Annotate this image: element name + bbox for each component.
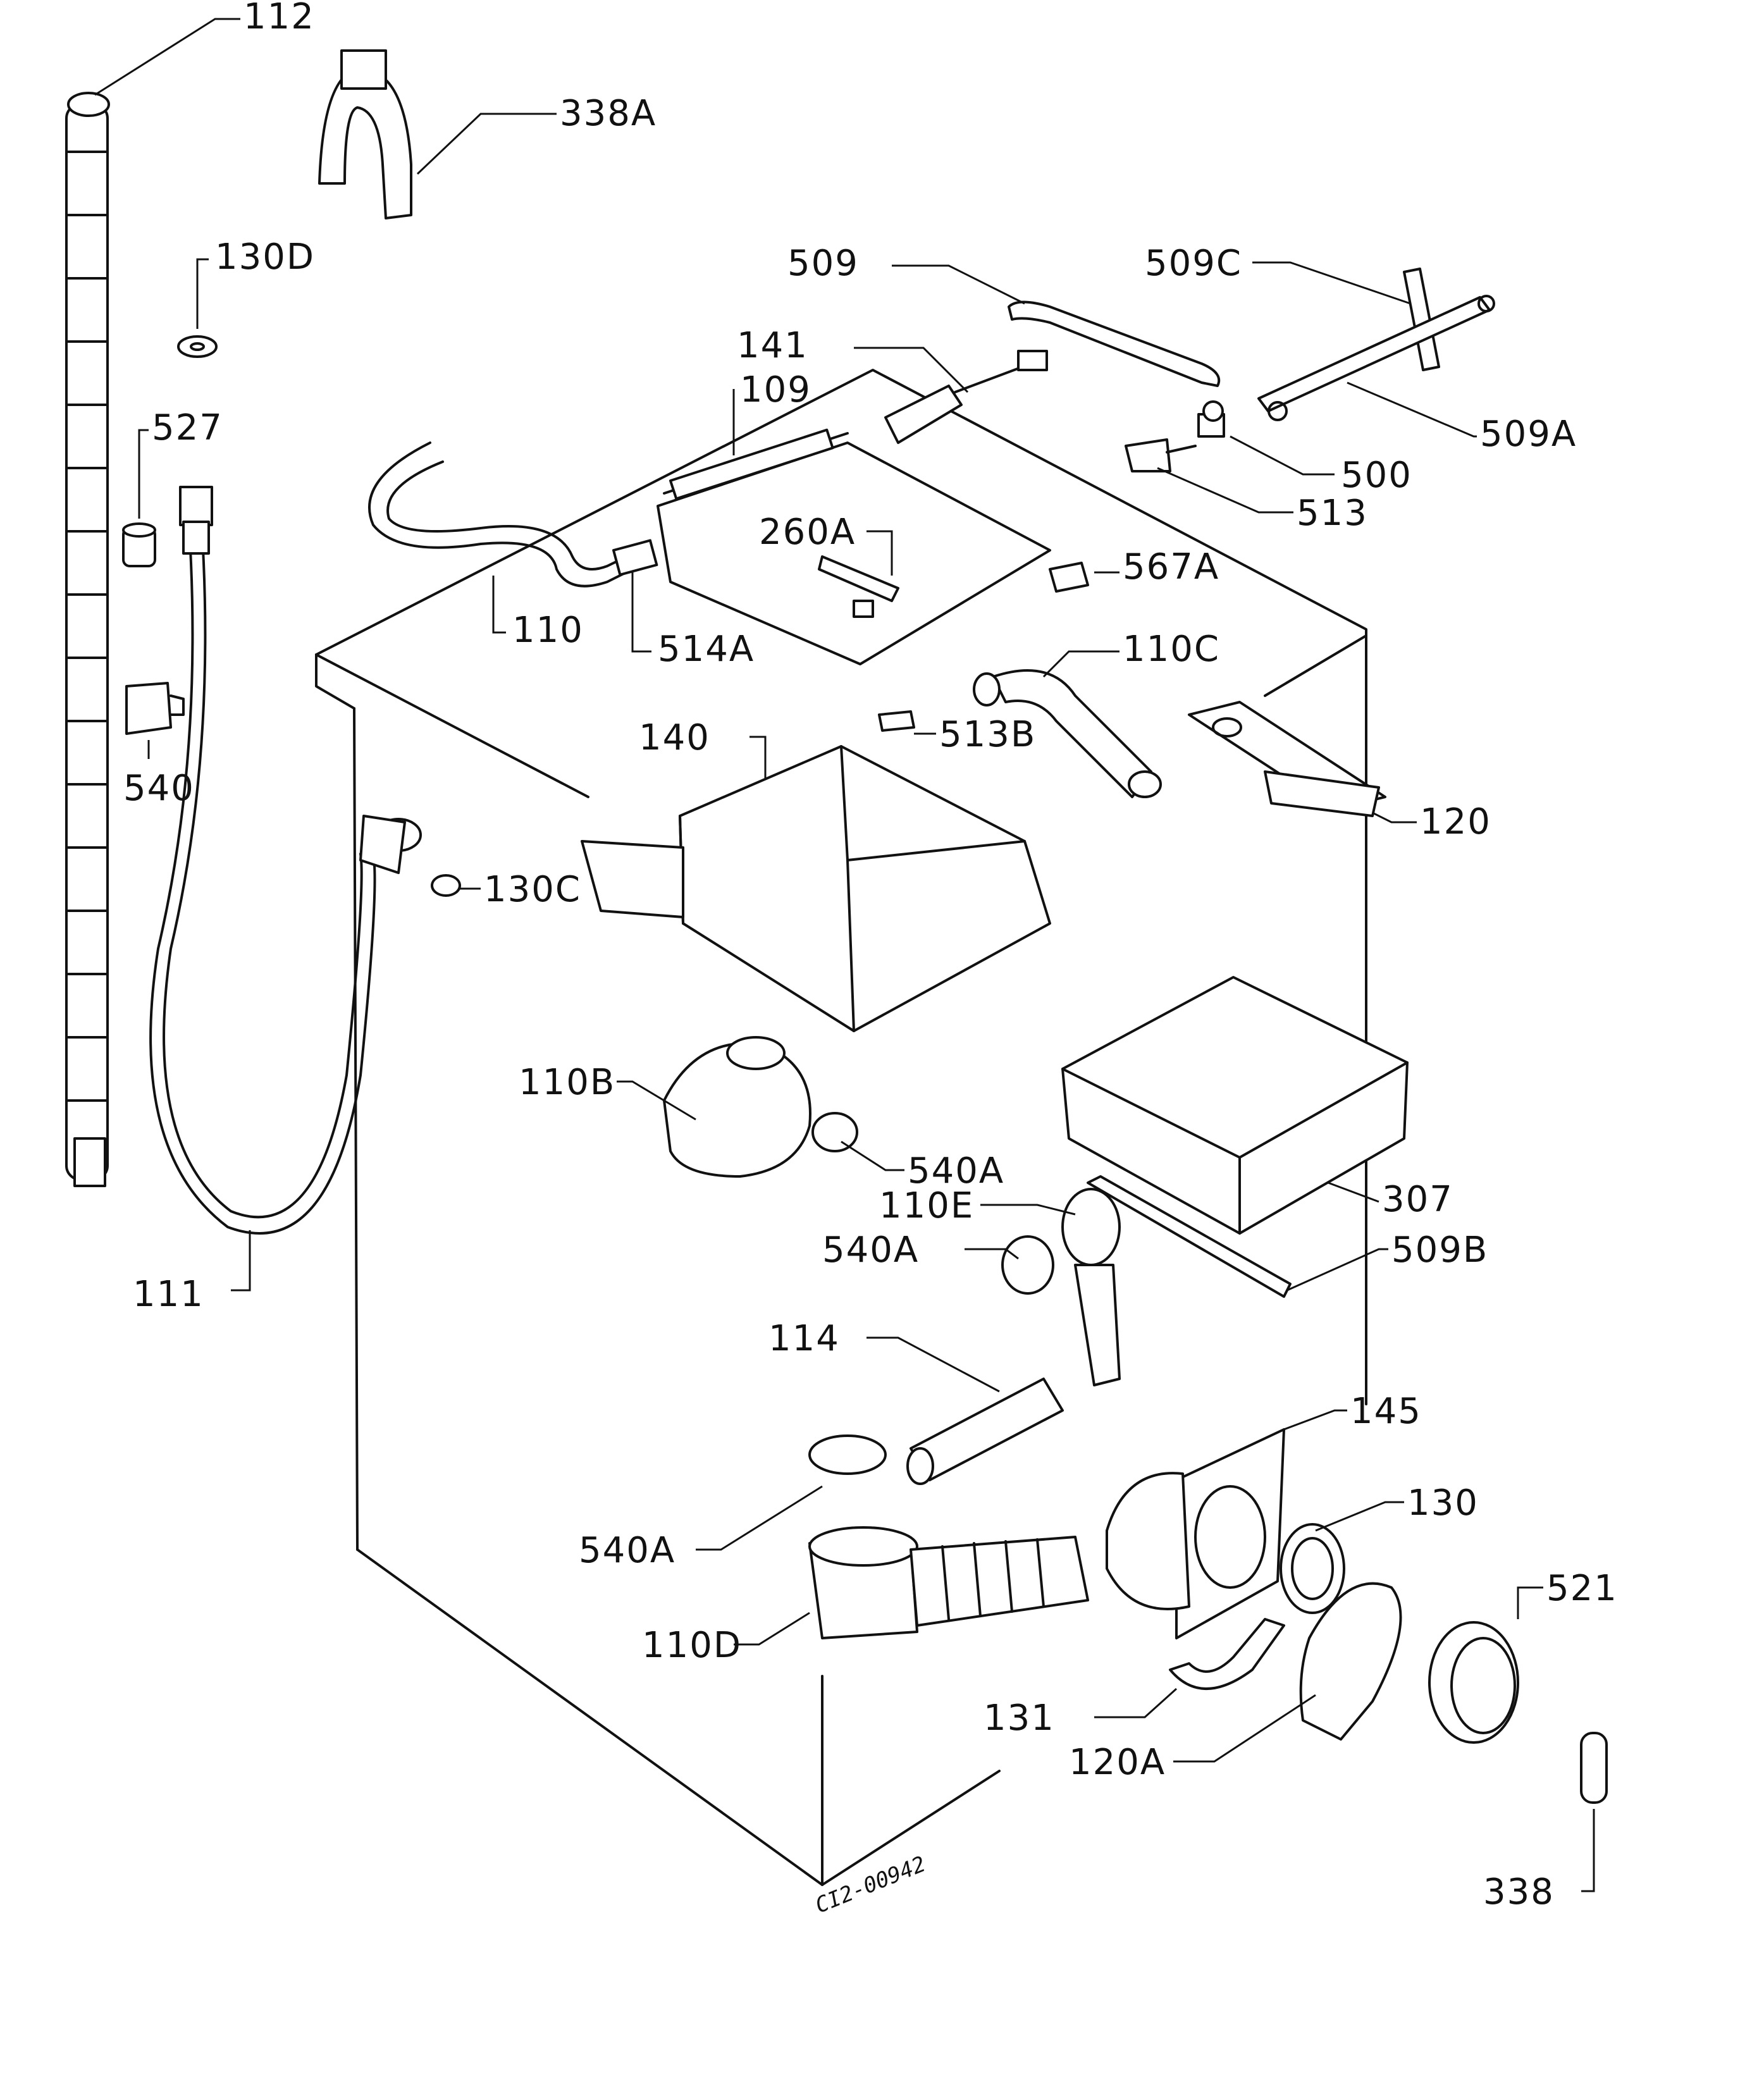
- part-307-detergent-drawer: [1061, 976, 1409, 1235]
- part-109-260a-board-assembly: [657, 428, 1051, 665]
- label-513: 513: [1297, 493, 1368, 534]
- label-338a: 338A: [560, 93, 657, 134]
- part-509b-rod: [1087, 1175, 1292, 1298]
- label-110: 110: [512, 610, 584, 651]
- label-111: 111: [133, 1274, 204, 1315]
- part-141-switch: [884, 350, 1048, 444]
- label-513b: 513B: [939, 714, 1036, 755]
- part-110d-bellows-hose: [808, 1526, 1089, 1639]
- label-509c: 509C: [1145, 243, 1242, 284]
- part-540-clip: [125, 682, 185, 735]
- label-514a: 514A: [658, 629, 755, 670]
- label-120a: 120A: [1069, 1742, 1166, 1783]
- part-110b-elbow: [663, 1036, 858, 1178]
- label-130c: 130C: [484, 869, 581, 910]
- part-130d-washer: [177, 335, 218, 358]
- label-110b: 110B: [519, 1062, 615, 1103]
- label-509b: 509B: [1391, 1230, 1488, 1271]
- label-540a-3: 540A: [579, 1530, 675, 1571]
- label-110c: 110C: [1123, 629, 1220, 670]
- part-513-bracket: [1125, 438, 1197, 472]
- label-540a-1: 540A: [908, 1150, 1004, 1192]
- part-114-tube: [906, 1378, 1064, 1485]
- part-338-clip: [1580, 1732, 1608, 1804]
- label-540a-2: 540A: [822, 1230, 919, 1271]
- part-140-dispenser-housing: [581, 745, 1051, 1032]
- part-509c-509a-linkage: [1257, 268, 1495, 421]
- part-110c-bellows-hose: [973, 669, 1162, 798]
- label-110e: 110E: [879, 1185, 974, 1226]
- label-527: 527: [152, 407, 223, 448]
- part-540a-clamp-middle: [1001, 1235, 1054, 1295]
- part-567a-clip: [1049, 562, 1089, 593]
- label-540: 540: [123, 768, 195, 809]
- part-120a-filter-housing: [1299, 1582, 1402, 1741]
- part-112-braided-hose: [65, 92, 110, 1187]
- label-140: 140: [639, 717, 710, 758]
- label-112: 112: [244, 0, 315, 37]
- label-120: 120: [1420, 801, 1491, 842]
- label-130: 130: [1407, 1483, 1479, 1524]
- drawing-code: CI2-00942: [811, 1851, 929, 1918]
- part-500-screw: [1197, 400, 1225, 438]
- label-521: 521: [1546, 1568, 1618, 1609]
- label-307: 307: [1382, 1179, 1453, 1220]
- part-110e-bellows: [1061, 1188, 1121, 1386]
- part-labels: 112 338A 130D 527 540 111 509 509C 141 1…: [123, 0, 1618, 1913]
- leader-lines: [94, 18, 1595, 1892]
- part-130c-washer: [431, 874, 461, 897]
- label-131: 131: [984, 1698, 1055, 1739]
- part-111-inlet-hose: [149, 486, 422, 1235]
- label-509: 509: [787, 243, 859, 284]
- label-509a: 509A: [1480, 414, 1577, 455]
- part-130-ring: [1280, 1523, 1345, 1614]
- part-513b-small-clip: [878, 710, 915, 732]
- label-114: 114: [768, 1318, 840, 1359]
- label-145: 145: [1350, 1391, 1422, 1432]
- part-338a-hose-hook: [318, 49, 412, 219]
- part-145-pump: [1106, 1428, 1285, 1639]
- label-110d: 110D: [642, 1625, 742, 1666]
- part-527-filter: [122, 522, 156, 567]
- cabinet-outline: [315, 369, 1367, 1886]
- part-509-lever: [1008, 300, 1221, 387]
- label-500: 500: [1341, 455, 1412, 496]
- part-120-dispenser-frame: [1188, 701, 1386, 817]
- label-338: 338: [1483, 1872, 1555, 1913]
- label-260a: 260A: [759, 512, 856, 553]
- label-130d: 130D: [215, 237, 315, 278]
- label-141: 141: [737, 325, 808, 366]
- label-109: 109: [740, 369, 811, 410]
- part-110-hose: [368, 441, 658, 588]
- label-567a: 567A: [1123, 546, 1219, 588]
- part-131-bracket: [1169, 1618, 1285, 1690]
- part-521-filter-cap: [1428, 1621, 1519, 1744]
- part-540a-clamp-lower: [808, 1434, 887, 1475]
